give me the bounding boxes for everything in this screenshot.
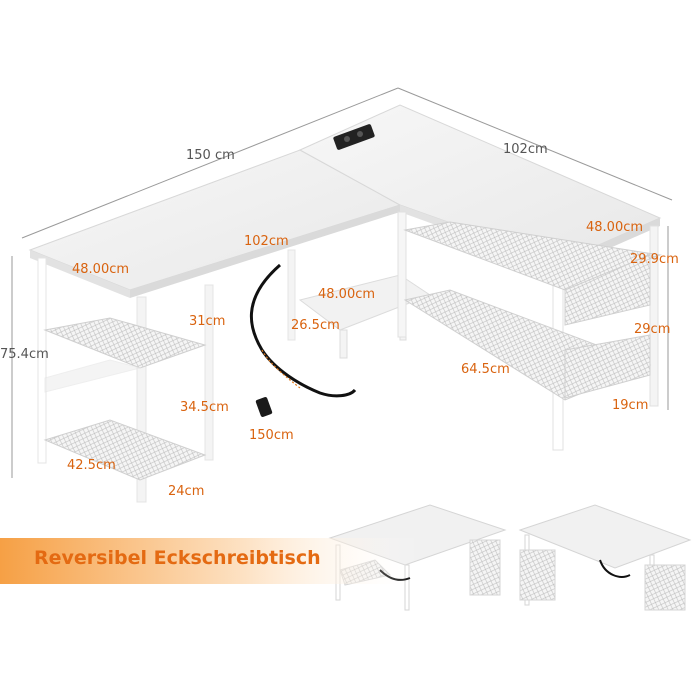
- dimension-left-shelf-width: 42.5cm: [67, 458, 116, 473]
- dimension-middle-shelf-width: 48.00cm: [318, 287, 376, 302]
- left-shelf-unit: [37, 249, 296, 503]
- dimension-left-upper-gap: 31cm: [189, 314, 226, 329]
- dimension-height: 75.4cm: [0, 347, 49, 362]
- dimension-cable-length: 150cm: [249, 428, 294, 443]
- dimension-right-shelf-depth: 19cm: [612, 398, 649, 413]
- dimension-right-top-gap: 29.9cm: [630, 252, 679, 267]
- dimension-right-mid-gap: 29cm: [634, 322, 671, 337]
- banner-background: [0, 538, 700, 584]
- banner-title: Reversibel Eckschreibtisch: [34, 547, 321, 569]
- dimension-right-depth: 48.00cm: [586, 220, 644, 235]
- dimension-left-shelf-depth: 24cm: [168, 484, 205, 499]
- dimension-top-right: 102cm: [503, 142, 548, 157]
- dimension-right-shelf-width: 64.5cm: [461, 362, 510, 377]
- dimension-inner-top: 102cm: [244, 234, 289, 249]
- dimension-top-long: 150 cm: [186, 148, 235, 163]
- power-cable: [249, 263, 357, 417]
- dimension-middle-shelf-depth: 26.5cm: [291, 318, 340, 333]
- dimension-left-depth: 48.00cm: [72, 262, 130, 277]
- left-desktop: [28, 149, 402, 298]
- right-shelf-unit: [397, 211, 662, 451]
- dimension-left-lower-gap: 34.5cm: [180, 400, 229, 415]
